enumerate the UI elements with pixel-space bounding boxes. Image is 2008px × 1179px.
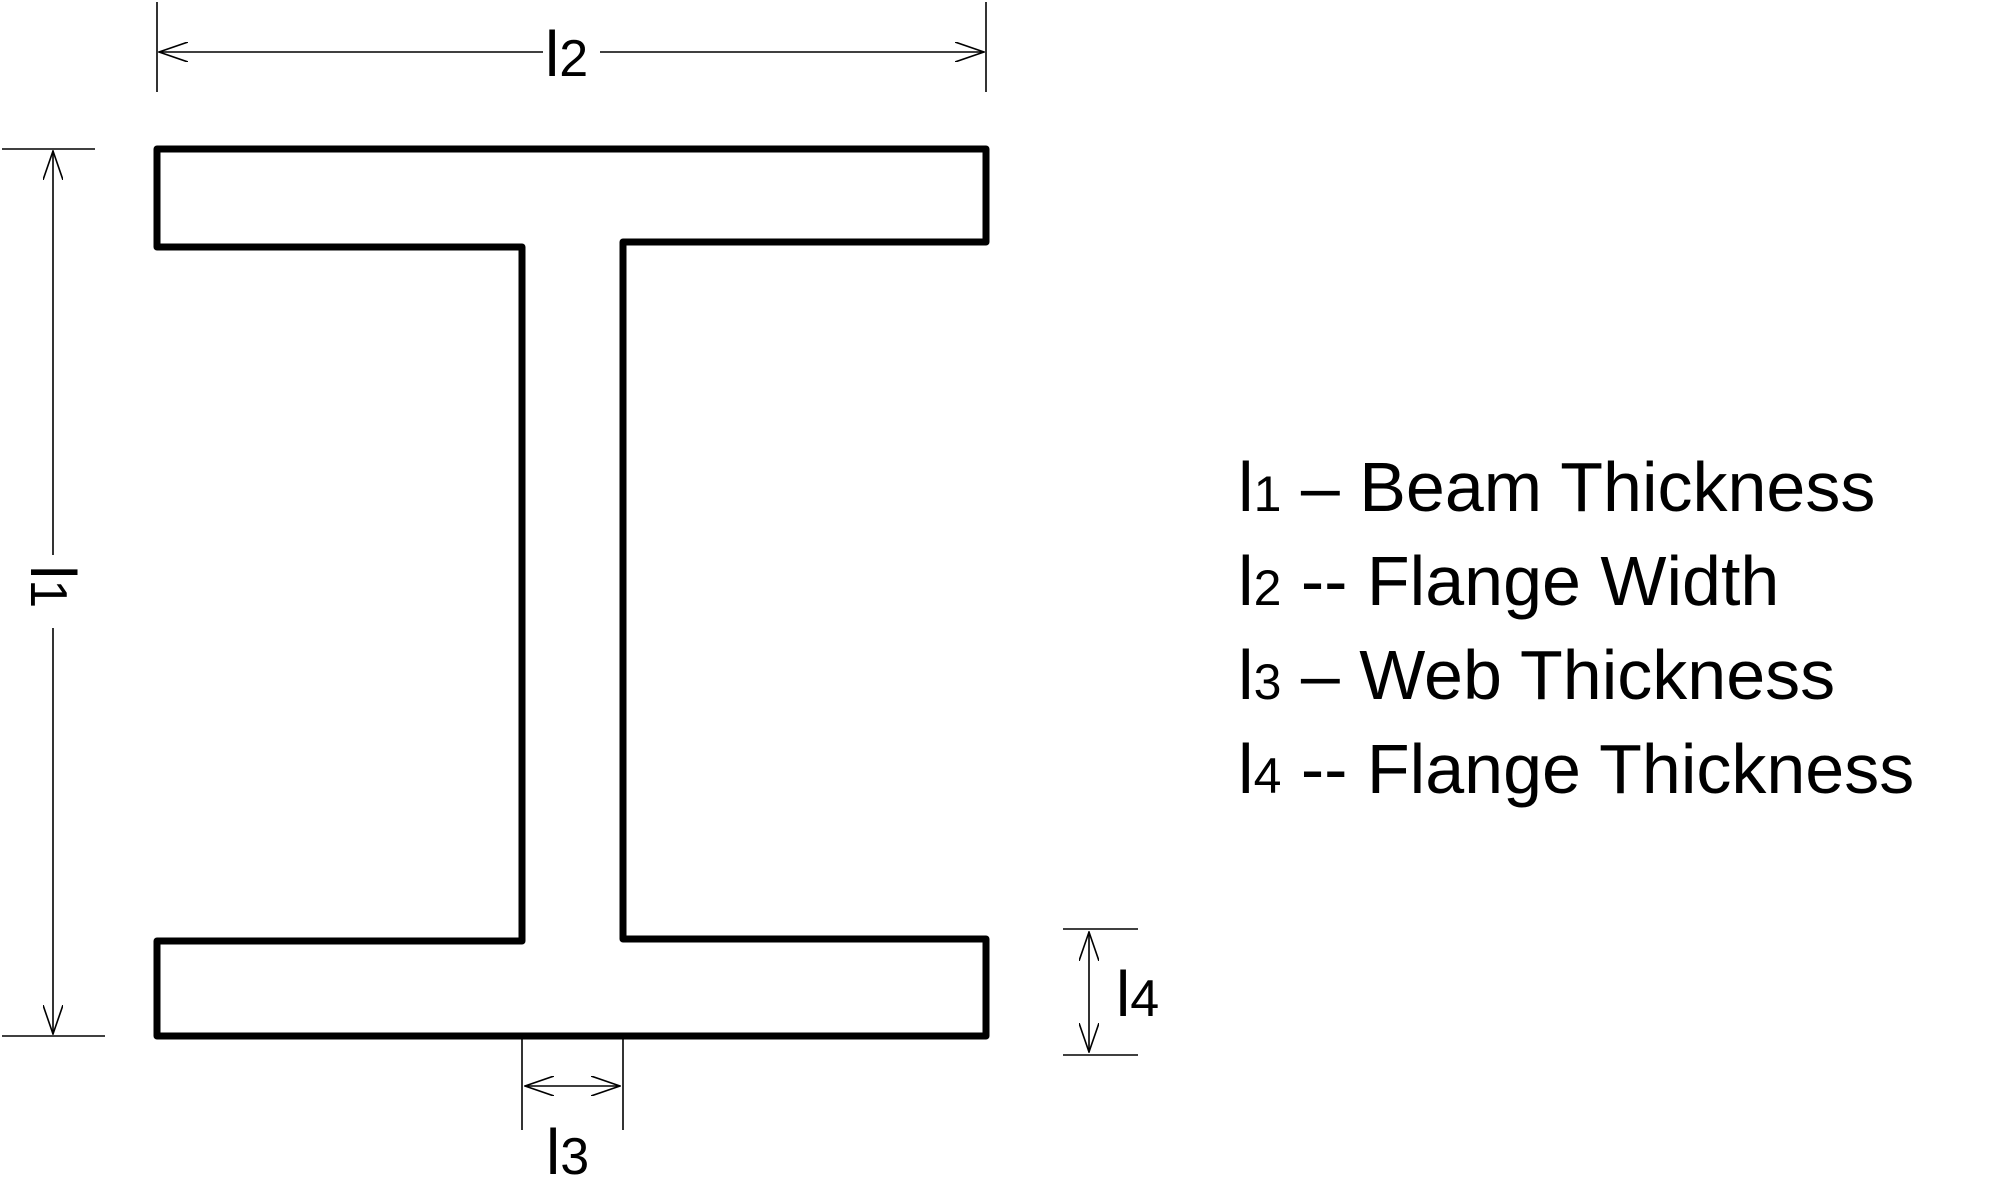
legend-label: Beam Thickness [1359,448,1876,526]
dimension-l2: l2 [156,2,987,92]
legend-separator: – [1281,448,1360,526]
legend-separator: -- [1281,542,1367,620]
legend-symbol: l4 [1238,730,1282,808]
legend-label: Flange Width [1366,542,1780,620]
legend-label: Flange Thickness [1366,730,1915,808]
l2-label: l2 [545,18,588,90]
legend-item-l2: l2 -- Flange Width [1238,534,2008,628]
legend-symbol: l1 [1238,448,1282,526]
dimension-l1: l1 [2,148,105,1037]
legend-symbol: l3 [1238,636,1282,714]
legend-item-l4: l4 -- Flange Thickness [1238,722,2008,816]
legend-separator: – [1281,636,1360,714]
legend-symbol: l2 [1238,542,1282,620]
legend: l1 – Beam Thickness l2 -- Flange Width l… [1238,440,2008,816]
legend-item-l3: l3 – Web Thickness [1238,628,2008,722]
legend-separator: -- [1281,730,1367,808]
legend-label: Web Thickness [1359,636,1836,714]
dimension-l4: l4 [1063,928,1159,1056]
l1-label: l1 [17,565,89,608]
l4-label: l4 [1116,958,1159,1030]
i-beam-outline [153,145,990,1040]
legend-item-l1: l1 – Beam Thickness [1238,440,2008,534]
l3-label: l3 [546,1116,589,1179]
dimension-l3: l3 [521,1036,624,1179]
